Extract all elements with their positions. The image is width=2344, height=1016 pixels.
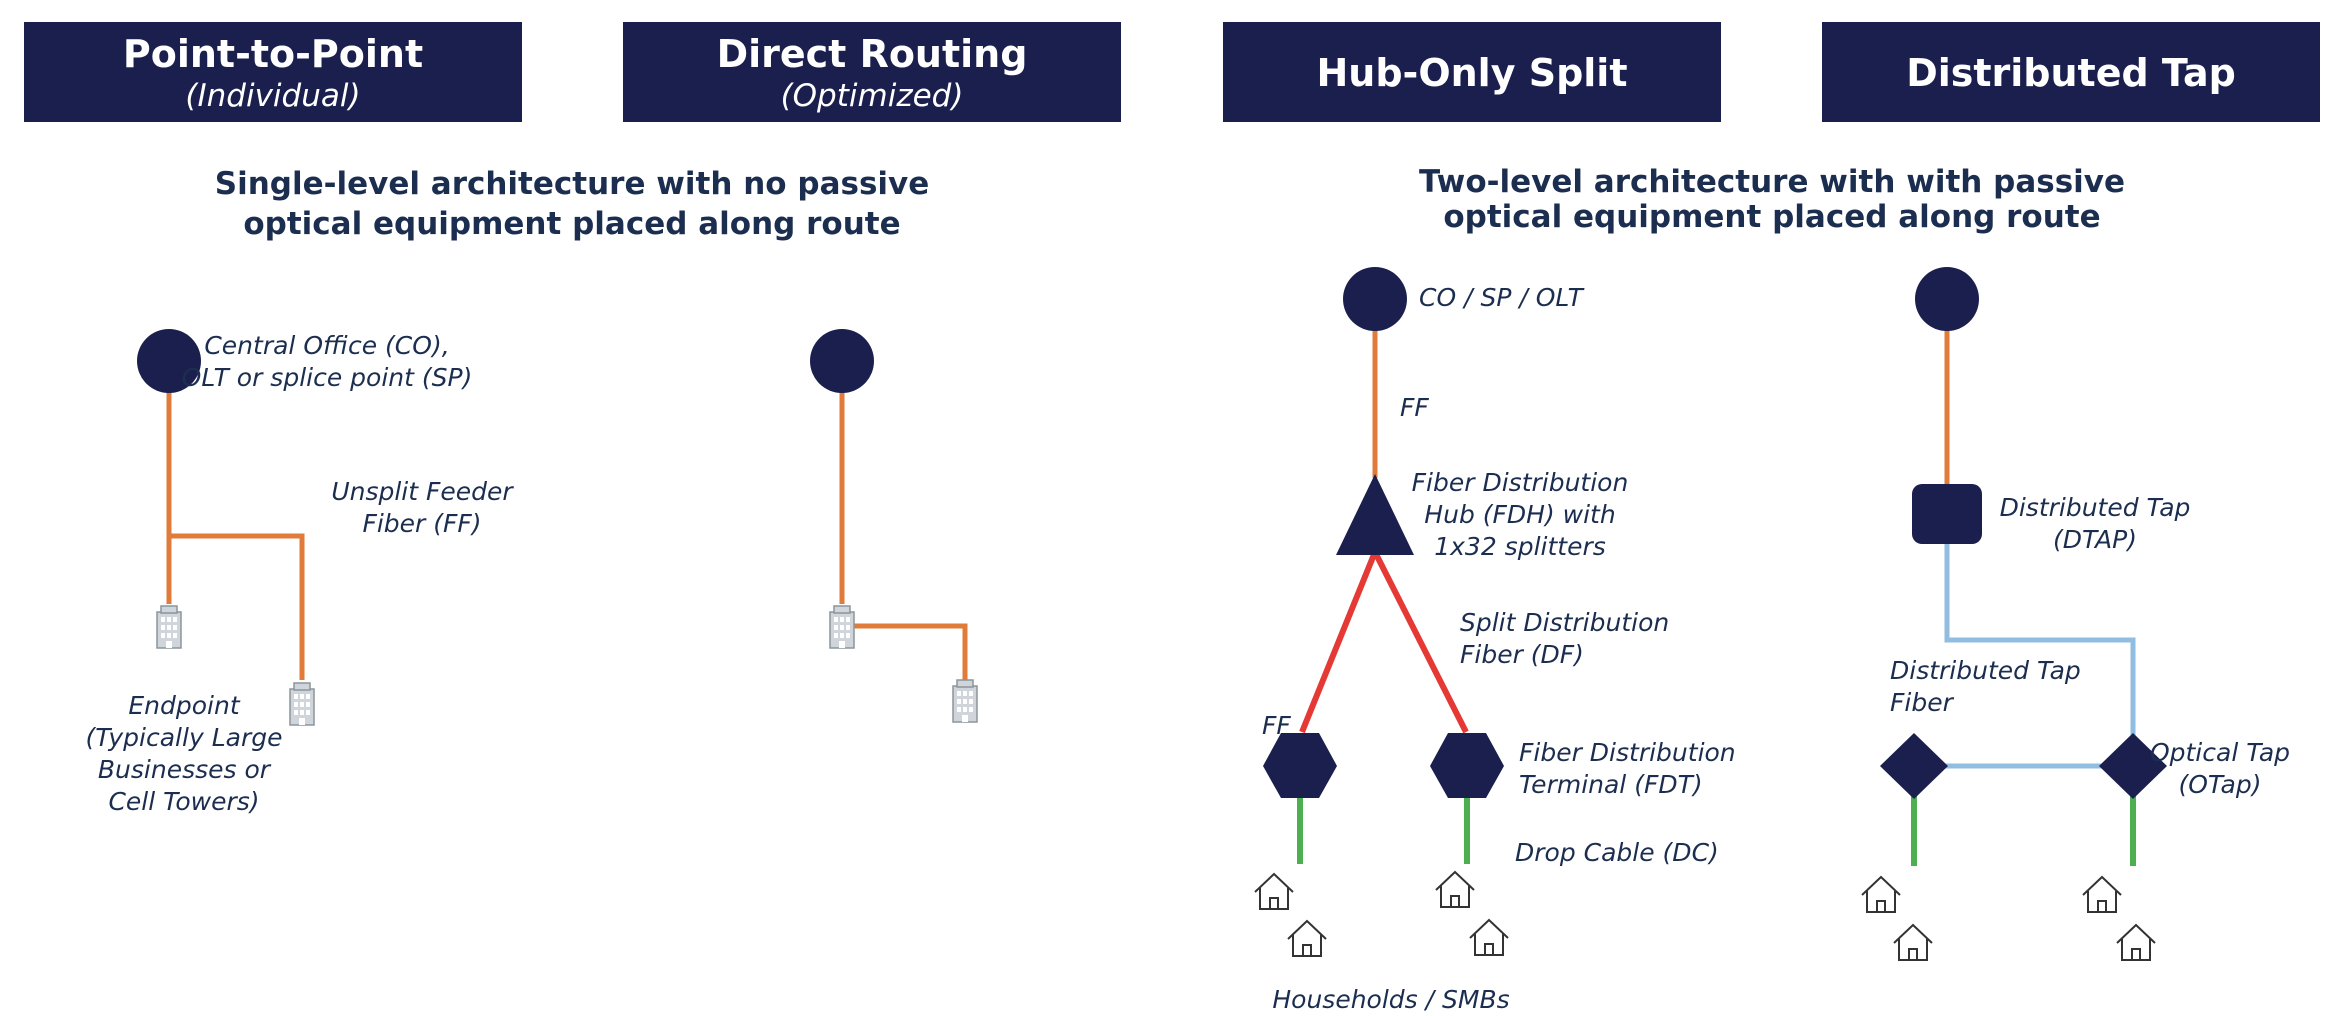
header-direct-routing-subtitle: (Optimized) [781,78,964,114]
house-icon [1861,876,1901,913]
header-point-to-point: Point-to-Point (Individual) [24,22,522,122]
fiber-distribution-hub-node [1336,474,1414,555]
section-title-two-level-line1: Two-level architecture with with passive [1419,164,2125,200]
central-office-node [137,329,201,393]
feeder-label-line2: Fiber (FF) [362,509,481,538]
dtap-label-line1: Distributed Tap [2000,493,2191,522]
fdt-label-line2: Terminal (FDT) [1519,770,1703,799]
header-hub-only-split: Hub-Only Split [1223,22,1721,122]
hub-only-split-diagram: CO / SP / OLT FF Fiber Distribution Hub … [1254,267,1736,1014]
building-icon [156,605,182,649]
direct-routing-diagram [810,329,978,723]
endpoint-label-line4: Cell Towers) [108,787,259,816]
header-distributed-tap: Distributed Tap [1822,22,2320,122]
building-icon [829,605,855,649]
otap-label-line2: (OTap) [2178,770,2261,799]
feeder-label-line1: Unsplit Feeder [331,477,514,506]
distributed-tap-diagram: Distributed Tap (DTAP) Distributed Tap F… [1861,267,2290,961]
building-icon [952,679,978,723]
feeder-fiber-branch [842,623,968,680]
tap-fiber-label-line1: Distributed Tap [1890,656,2081,685]
tap-fiber-label-line2: Fiber [1890,688,1955,717]
households-label: Households / SMBs [1272,985,1509,1014]
dtap-label-line2: (DTAP) [2053,525,2137,554]
fdh-label-line2: Hub (FDH) with [1424,500,1615,529]
central-office-node [810,329,874,393]
section-title-single-level-line1: Single-level architecture with no passiv… [215,166,930,202]
fdh-label-line3: 1x32 splitters [1434,532,1606,561]
header-point-to-point-subtitle: (Individual) [185,78,360,114]
building-icon [289,682,315,726]
drop-cable-label: Drop Cable (DC) [1515,838,1719,867]
ff-label: FF [1400,393,1429,422]
endpoint-label-line1: Endpoint [128,691,240,720]
feeder-fiber-branch [169,533,305,680]
endpoint-label-line3: Businesses or [98,755,272,784]
section-title-single-level-line2: optical equipment placed along route [243,206,900,242]
split-distribution-fiber-left [1299,550,1378,734]
split-distribution-fiber-right [1372,550,1469,734]
house-icon [2082,876,2122,913]
header-hub-only-split-title: Hub-Only Split [1317,51,1628,95]
fdt-label-line1: Fiber Distribution [1519,738,1736,767]
house-icon [1469,919,1509,956]
distributed-tap-fiber-line [1944,544,2136,766]
header-direct-routing: Direct Routing (Optimized) [623,22,1121,122]
header-direct-routing-title: Direct Routing [717,32,1028,76]
co-label-line2: OLT or splice point (SP) [182,363,473,392]
header-point-to-point-title: Point-to-Point [123,32,423,76]
co-sp-olt-label: CO / SP / OLT [1419,283,1585,312]
df-label-line1: Split Distribution [1460,608,1669,637]
optical-tap-node [1880,733,1948,799]
distributed-tap-node [1912,484,1982,544]
point-to-point-diagram: Central Office (CO), OLT or splice point… [86,329,514,816]
endpoint-label-line2: (Typically Large [86,723,283,752]
fiber-distribution-terminal-node [1263,733,1337,798]
fdh-label-line1: Fiber Distribution [1412,468,1629,497]
house-icon [1435,871,1475,908]
house-icon [1254,873,1294,910]
house-icon [1893,924,1933,961]
df-label-line2: Fiber (DF) [1460,640,1584,669]
co-label-line1: Central Office (CO), [204,331,449,360]
otap-label-line1: Optical Tap [2150,738,2290,767]
header-distributed-tap-title: Distributed Tap [1906,51,2236,95]
section-title-two-level-line2: optical equipment placed along route [1443,199,2100,235]
ff-label-lower: FF [1262,711,1291,740]
co-sp-olt-node [1343,267,1407,331]
optical-tap-node [2099,733,2167,799]
house-icon [1287,920,1327,957]
co-sp-olt-node [1915,267,1979,331]
fiber-distribution-terminal-node [1430,733,1504,798]
house-icon [2116,924,2156,961]
